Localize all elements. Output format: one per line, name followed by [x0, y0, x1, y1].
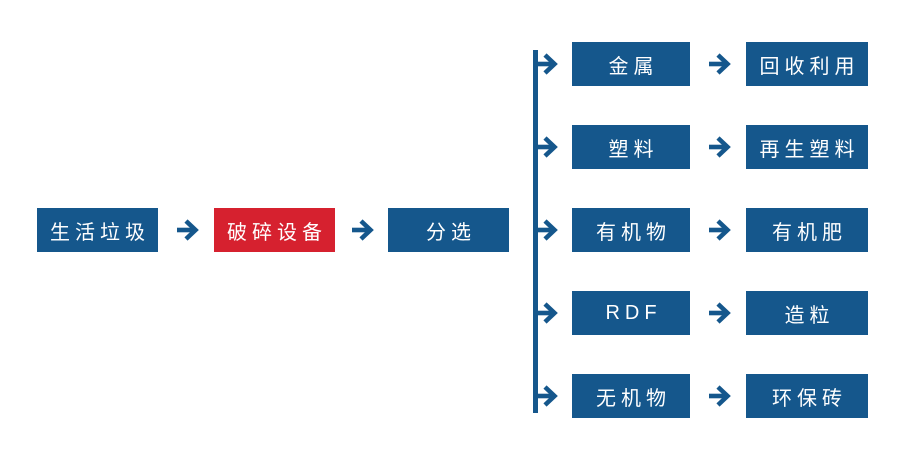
- node-sorting: 分选: [388, 208, 509, 252]
- arrow-right-icon: [709, 136, 731, 158]
- arrow-right-icon: [709, 302, 731, 324]
- node-recycling-label: 回收利用: [759, 55, 860, 78]
- node-household-waste-label: 生活垃圾: [50, 221, 150, 244]
- node-recycled-plastic-label: 再生塑料: [759, 138, 860, 161]
- node-crushing-equipment-label: 破碎设备: [227, 221, 327, 244]
- branch-arrow-icon: [536, 53, 558, 75]
- node-inorganic-matter: 无机物: [572, 374, 690, 418]
- node-recycling: 回收利用: [746, 42, 868, 86]
- node-inorganic-matter-label: 无机物: [596, 387, 671, 410]
- node-eco-brick-label: 环保砖: [772, 387, 847, 410]
- branch-arrow-icon: [536, 219, 558, 241]
- node-organic-matter-label: 有机物: [596, 221, 671, 244]
- node-recycled-plastic: 再生塑料: [746, 125, 868, 169]
- node-organic-fertilizer: 有机肥: [746, 208, 868, 252]
- node-household-waste: 生活垃圾: [37, 208, 158, 252]
- branch-arrow-icon: [536, 385, 558, 407]
- arrow-right-icon: [177, 219, 199, 241]
- arrow-right-icon: [709, 385, 731, 407]
- node-organic-matter: 有机物: [572, 208, 690, 252]
- node-metal: 金属: [572, 42, 690, 86]
- node-plastic-label: 塑料: [608, 138, 659, 161]
- node-eco-brick: 环保砖: [746, 374, 868, 418]
- arrow-right-icon: [352, 219, 374, 241]
- node-rdf: RDF: [572, 291, 690, 335]
- node-granulation-label: 造粒: [784, 304, 835, 327]
- arrow-right-icon: [709, 219, 731, 241]
- node-rdf-label: RDF: [605, 301, 662, 324]
- node-plastic: 塑料: [572, 125, 690, 169]
- branch-arrow-icon: [536, 136, 558, 158]
- branch-arrow-icon: [536, 302, 558, 324]
- branch-connector-line: [533, 50, 538, 413]
- arrow-right-icon: [709, 53, 731, 75]
- node-metal-label: 金属: [608, 55, 659, 78]
- node-sorting-label: 分选: [426, 221, 476, 244]
- node-granulation: 造粒: [746, 291, 868, 335]
- node-organic-fertilizer-label: 有机肥: [772, 221, 847, 244]
- node-crushing-equipment: 破碎设备: [214, 208, 335, 252]
